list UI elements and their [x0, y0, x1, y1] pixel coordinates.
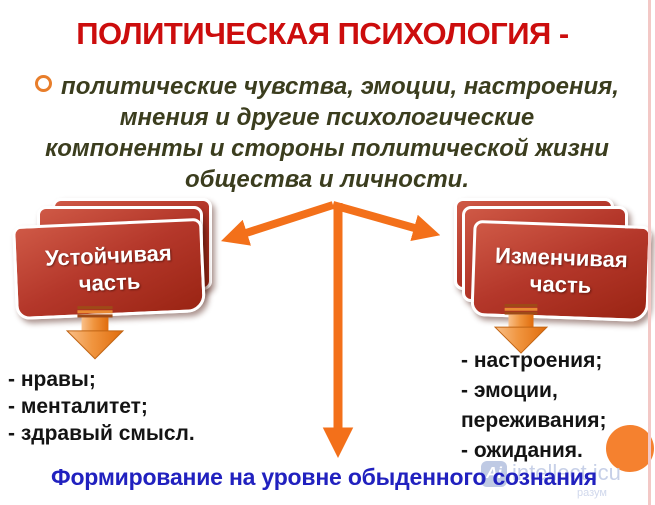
down-arrow-icon — [493, 304, 549, 354]
down-arrow-icon — [65, 306, 125, 360]
list-item: - эмоции, — [461, 379, 558, 402]
watermark-site-name: intellect.icu — [512, 460, 621, 485]
slide-title: ПОЛИТИЧЕСКАЯ ПСИХОЛОГИЯ - — [76, 16, 569, 51]
bullet-circle-icon — [35, 75, 53, 92]
definition-line: политические чувства, эмоции, настроения… — [18, 71, 636, 102]
list-item: - ожидания. — [461, 439, 583, 462]
arrow-to-right-card — [331, 201, 441, 241]
card-stack-right: Изменчивая часть — [446, 198, 652, 323]
list-item: - здравый смысл. — [8, 422, 195, 445]
changeable-part-list: - настроения; - эмоции, переживания; - о… — [461, 346, 646, 466]
orange-circle-decoration — [606, 425, 654, 472]
watermark: Ai intellect.icu разум — [481, 460, 621, 499]
list-item: - менталитет; — [8, 395, 148, 418]
definition-line-text: политические чувства, эмоции, настроения… — [61, 73, 619, 100]
list-item: - настроения; — [461, 349, 603, 372]
watermark-tagline: разум — [577, 487, 607, 499]
list-item: - нравы; — [8, 368, 96, 391]
arrow-to-left-card — [220, 201, 335, 246]
card-stable-part: Устойчивая часть — [12, 217, 206, 321]
card-stack-left: Устойчивая часть — [12, 198, 216, 321]
right-border-line — [648, 0, 651, 505]
stable-part-list: - нравы; - менталитет; - здравый смысл. — [8, 366, 238, 447]
definition-line: компоненты и стороны политической жизни — [45, 135, 609, 162]
definition-line: общества и личности. — [185, 166, 469, 193]
footer-caption: Формирование на уровне обыденного сознан… — [51, 464, 597, 490]
definition-line: мнения и другие психологические — [119, 104, 535, 131]
definition-paragraph: политические чувства, эмоции, настроения… — [18, 71, 636, 195]
watermark-ai-logo-icon: Ai — [481, 461, 507, 487]
list-item: переживания; — [461, 409, 607, 432]
